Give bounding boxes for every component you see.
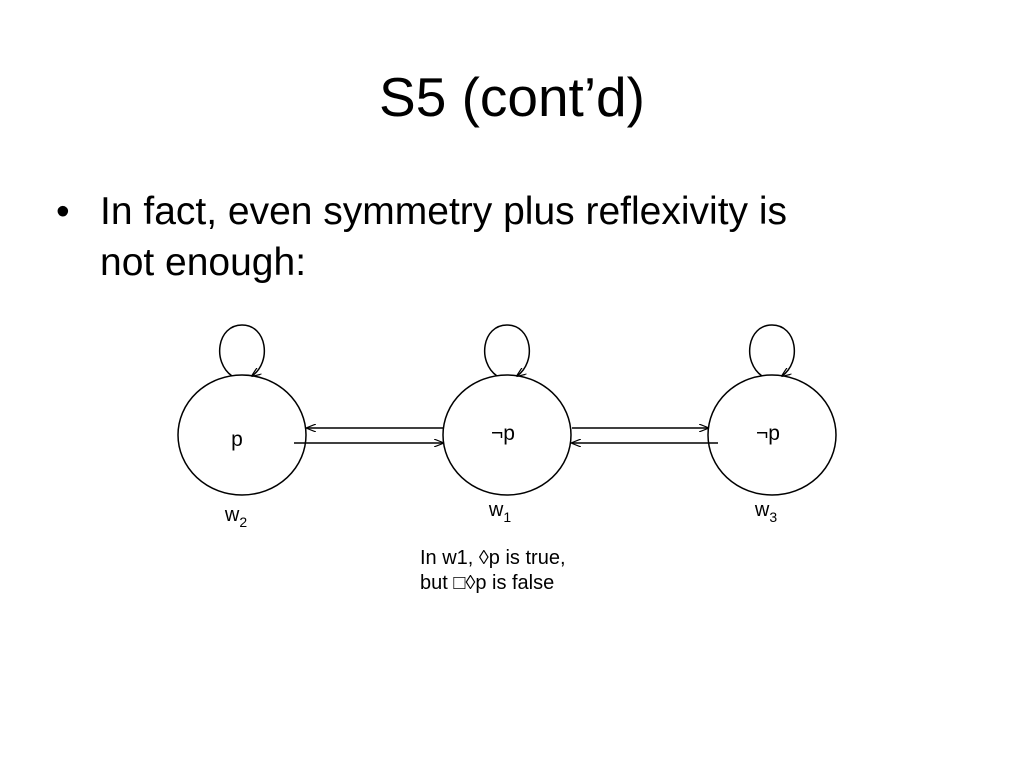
- world-node-w3: ¬p w3: [707, 324, 837, 525]
- world-circle: [177, 374, 307, 496]
- world-name-label: w3: [754, 499, 777, 525]
- caption-line-1: In w1, ◊p is true,: [420, 547, 566, 569]
- bullet-item: • In fact, even symmetry plus reflexivit…: [56, 186, 956, 288]
- diagram-caption: In w1, ◊p is true, but □◊p is false: [420, 546, 566, 596]
- world-node-w1: ¬p w1: [442, 324, 572, 525]
- bullet-symbol: •: [56, 190, 70, 233]
- world-name-label: w1: [488, 499, 511, 525]
- world-proposition-label: ¬p: [756, 422, 780, 445]
- world-node-w2: p w2: [177, 324, 307, 530]
- slide-title: S5 (cont’d): [379, 66, 645, 128]
- world-proposition-label: ¬p: [491, 422, 515, 445]
- world-circle: [442, 374, 572, 496]
- reflexive-loop-arrow: [748, 324, 796, 376]
- world-proposition-label: p: [231, 428, 243, 451]
- bullet-line-1: In fact, even symmetry plus reflexivity …: [100, 190, 788, 233]
- reflexive-loop-arrow: [218, 324, 266, 376]
- bullet-list: • In fact, even symmetry plus reflexivit…: [56, 186, 956, 288]
- reflexive-loop-arrow: [483, 324, 531, 376]
- world-circle: [707, 374, 837, 496]
- world-name-label: w2: [224, 504, 247, 530]
- caption-line-2: but □◊p is false: [420, 572, 555, 594]
- bullet-line-2: not enough:: [100, 241, 307, 284]
